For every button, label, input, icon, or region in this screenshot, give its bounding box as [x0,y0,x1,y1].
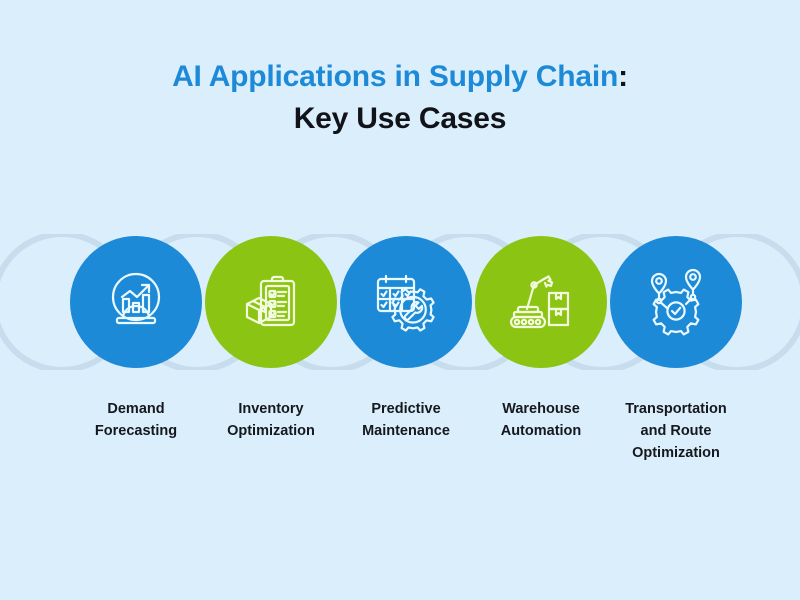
map-pins-gear-check-route-icon [650,268,702,336]
use-case-chain [0,232,800,372]
label-node-5: Transportation and Route Optimization [601,398,751,464]
label-node-1: Demand Forecasting [61,398,211,442]
label-node-5-line-1: Transportation [625,401,727,417]
title-line-2: Key Use Cases [293,102,507,135]
use-case-node-5[interactable] [610,236,742,368]
calendar-gear-wrench-icon [376,274,435,332]
label-node-5-line-2: and Route [640,423,712,439]
label-node-2-line-2: Optimization [227,423,315,439]
label-node-2-line-1: Inventory [238,401,304,417]
title-colon: : [618,60,628,93]
label-node-3-line-2: Maintenance [362,423,450,439]
label-node-3-line-1: Predictive [371,401,441,417]
use-case-node-3[interactable] [340,236,472,368]
label-node-4-line-2: Automation [500,423,582,439]
label-node-3: Predictive Maintenance [331,398,481,442]
use-case-labels: Demand Forecasting Inventory Optimizatio… [0,398,800,488]
label-node-5-line-3: Optimization [632,445,720,461]
use-case-node-2[interactable] [205,236,337,368]
label-node-4-line-1: Warehouse [502,401,580,417]
robotic-arm-boxes-icon [509,275,570,329]
clipboard-checklist-box-icon [245,275,296,327]
label-node-1-line-1: Demand [107,401,165,417]
title-accent-text: AI Applications in Supply Chain [172,60,619,93]
label-node-2: Inventory Optimization [196,398,346,442]
label-node-4: Warehouse Automation [466,398,616,442]
title-line-1: AI Applications in Supply Chain: [0,56,800,98]
page-title: AI Applications in Supply Chain: Key Use… [0,56,800,140]
use-case-node-1[interactable] [70,236,202,368]
crystal-ball-bar-chart-trend-icon [111,272,161,325]
use-case-node-4[interactable] [475,236,607,368]
label-node-1-line-2: Forecasting [94,423,178,439]
